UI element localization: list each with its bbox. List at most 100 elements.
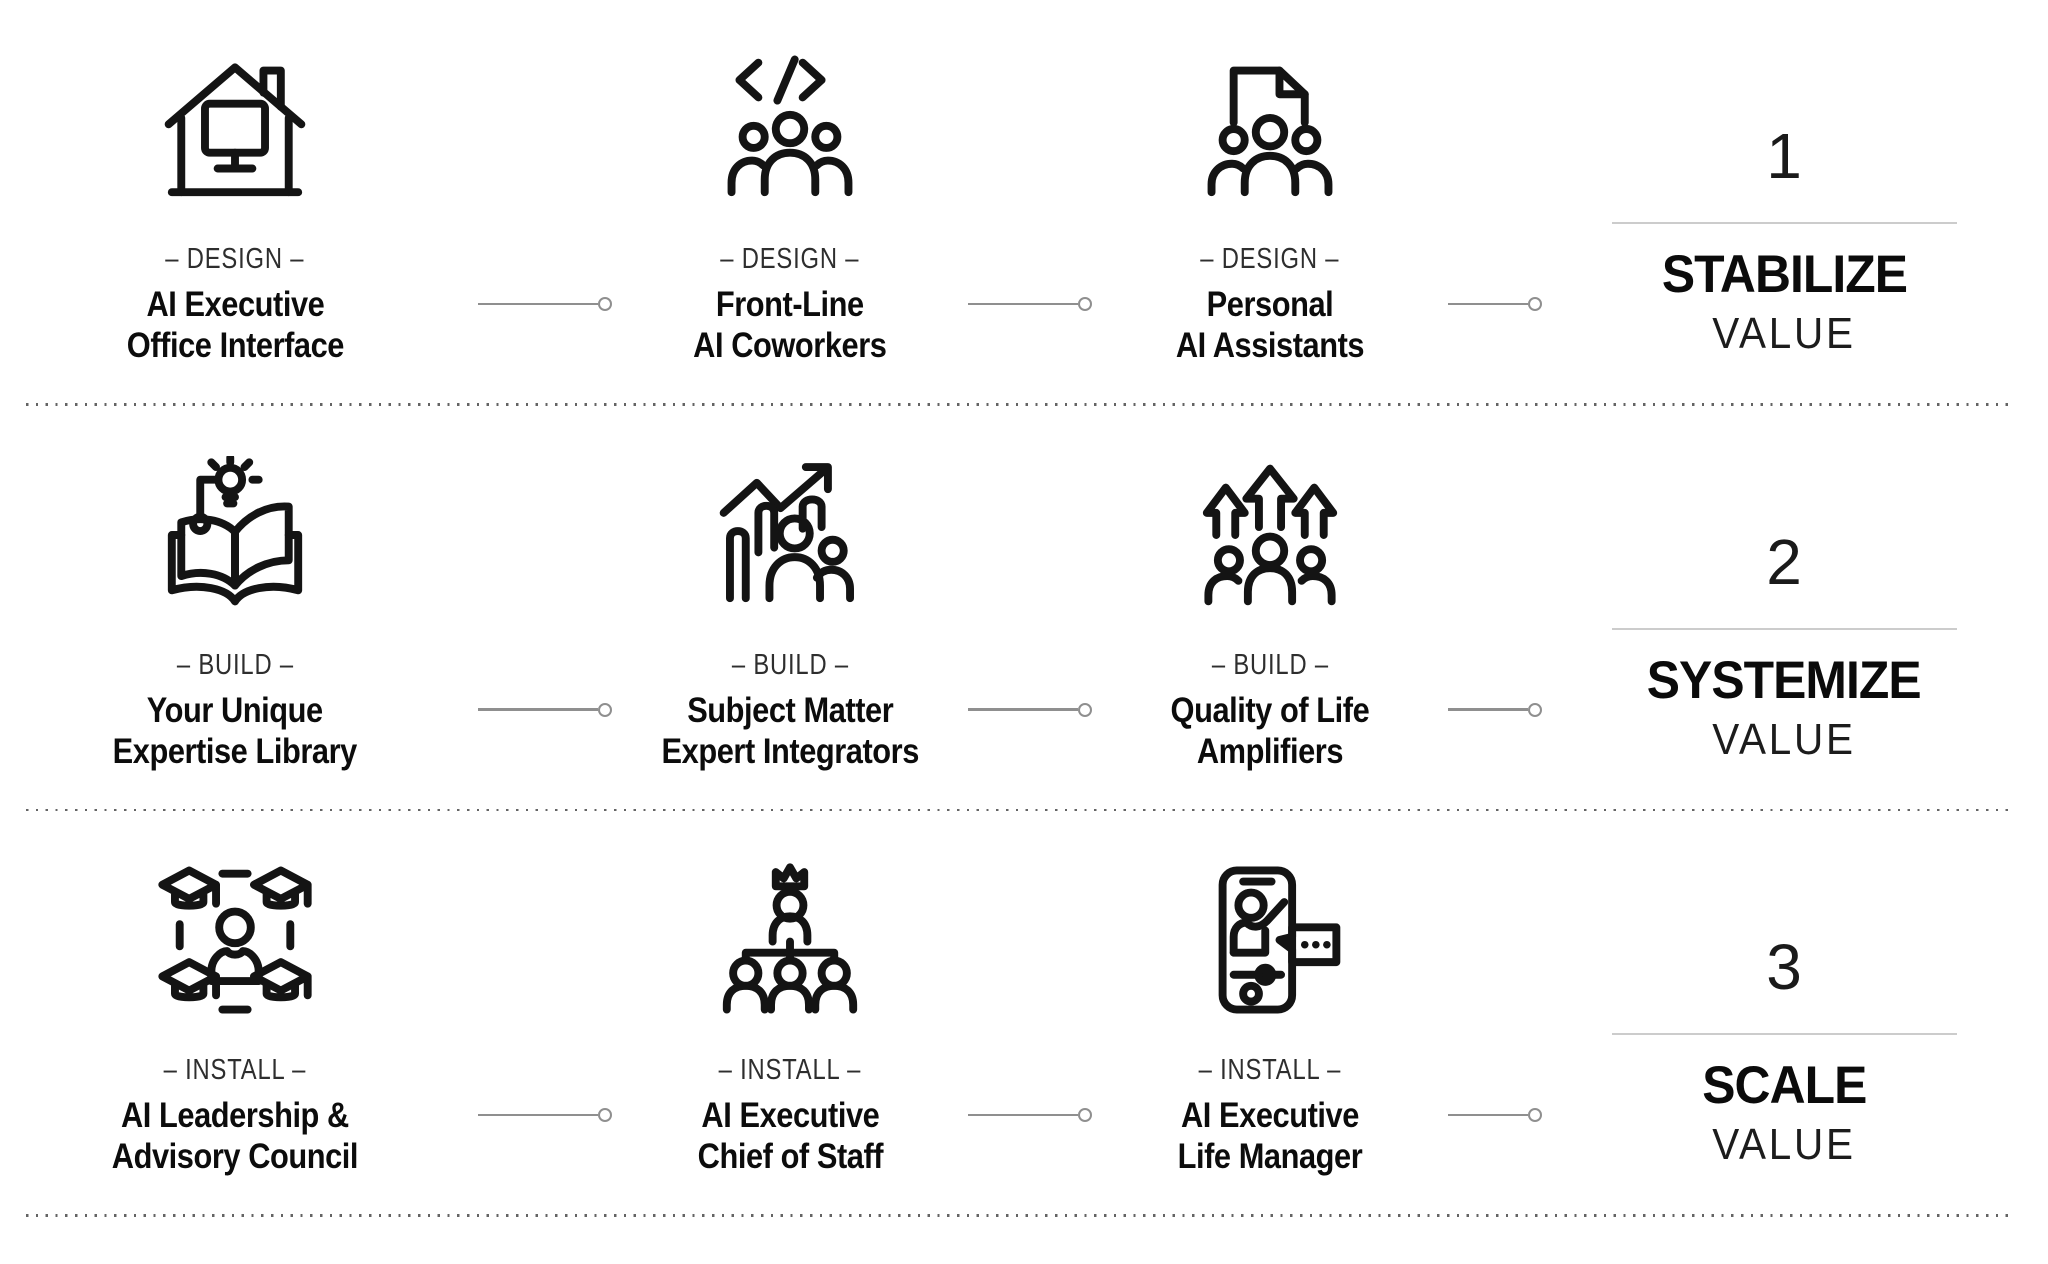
phase-number: 1	[1766, 120, 1802, 192]
step-title: Personal AI Assistants	[1163, 284, 1377, 366]
stage-label: – DESIGN –	[1200, 243, 1340, 275]
org-chart-crown-icon	[722, 863, 858, 1014]
connector-ring	[1528, 1108, 1542, 1122]
house-monitor-icon	[164, 63, 306, 197]
dotted-divider	[26, 808, 2010, 811]
step-title-line1: AI Executive	[701, 1096, 879, 1135]
phase-rule	[1611, 222, 1957, 224]
phase-subtitle: VALUE	[1712, 714, 1856, 764]
phase-row-stabilize: – DESIGN – AI Executive Office Interface	[0, 0, 2048, 403]
step-title-line2: Advisory Council	[111, 1137, 359, 1176]
connector-line	[1448, 708, 1528, 711]
step-title-line2: Chief of Staff	[697, 1137, 883, 1176]
stage-label: – INSTALL –	[1198, 1054, 1342, 1086]
step-title-line1: Your Unique	[147, 690, 323, 730]
flow-connector	[470, 702, 620, 718]
connector-line	[478, 302, 598, 306]
connector-line	[1448, 302, 1528, 306]
step-title-line1: Personal	[1206, 285, 1334, 324]
phase-number: 2	[1766, 525, 1802, 598]
step-title: AI Executive Chief of Staff	[685, 1095, 896, 1177]
phase-number: 3	[1766, 931, 1802, 1003]
step-ai-executive-office-interface: – DESIGN – AI Executive Office Interface	[0, 0, 470, 403]
phase-title: STABILIZE	[1661, 245, 1907, 304]
step-title: AI Executive Life Manager	[1165, 1095, 1375, 1177]
stage-label: – INSTALL –	[163, 1054, 307, 1086]
step-title: Front-Line AI Coworkers	[680, 284, 900, 366]
connector-line	[968, 302, 1078, 306]
step-title-line2: AI Assistants	[1175, 326, 1365, 365]
dotted-divider	[26, 403, 2010, 406]
stage-label: – BUILD –	[731, 648, 849, 681]
flow-connector	[960, 1107, 1100, 1123]
stage-label: – INSTALL –	[718, 1054, 862, 1086]
phase-title: SCALE	[1701, 1056, 1867, 1115]
step-title-line2: AI Coworkers	[693, 326, 887, 365]
step-subject-matter-expert-integrators: – BUILD – Subject Matter Expert Integrat…	[620, 406, 960, 809]
connector-ring	[1078, 702, 1092, 717]
step-title-line2: Office Interface	[126, 326, 344, 365]
code-team-icon	[727, 55, 853, 197]
phase-subtitle: VALUE	[1712, 309, 1856, 358]
stage-label: – DESIGN –	[720, 243, 860, 275]
connector-ring	[598, 702, 612, 717]
connector-ring	[1078, 1108, 1092, 1122]
connector-ring	[1078, 297, 1092, 311]
phase-subtitle: VALUE	[1712, 1120, 1856, 1169]
step-title-line1: AI Executive	[1181, 1096, 1359, 1135]
stage-label: – BUILD –	[1211, 648, 1329, 681]
phase-row-scale: – INSTALL – AI Leadership & Advisory Cou…	[0, 811, 2048, 1214]
graduation-caps-person-icon	[158, 866, 312, 1014]
stage-label: – BUILD –	[176, 648, 294, 681]
phase-rule	[1611, 627, 1957, 630]
step-title-line2: Life Manager	[1177, 1137, 1363, 1176]
flow-connector	[1440, 296, 1550, 312]
connector-line	[478, 708, 598, 711]
step-title-line1: AI Leadership &	[121, 1096, 349, 1135]
flow-connector	[960, 702, 1100, 718]
step-personal-ai-assistants: – DESIGN – Personal AI Assistants	[1100, 0, 1440, 403]
up-arrows-team-icon	[1202, 464, 1338, 605]
step-title: AI Executive Office Interface	[112, 284, 359, 366]
flow-connector	[470, 296, 620, 312]
flow-connector	[1440, 1107, 1550, 1123]
phase-row-systemize: – BUILD – Your Unique Expertise Library	[0, 406, 2048, 809]
flow-connector	[470, 1107, 620, 1123]
connector-ring	[598, 297, 612, 311]
step-title-line1: Quality of Life	[1170, 690, 1370, 730]
step-title-line2: Expert Integrators	[661, 731, 919, 771]
step-title-line2: Expertise Library	[112, 731, 358, 771]
step-title: Subject Matter Expert Integrators	[644, 690, 936, 772]
connector-line	[968, 708, 1078, 711]
connector-ring	[1528, 702, 1542, 717]
connector-ring	[598, 1108, 612, 1122]
step-quality-of-life-amplifiers: – BUILD – Quality of Life Amplifiers	[1100, 406, 1440, 809]
connector-ring	[1528, 297, 1542, 311]
phone-assistant-icon	[1218, 866, 1341, 1014]
step-title-line1: AI Executive	[146, 285, 324, 324]
connector-line	[968, 1113, 1078, 1117]
connector-line	[478, 1113, 598, 1117]
step-ai-executive-life-manager: – INSTALL – AI Executive Life Manager	[1100, 811, 1440, 1214]
step-ai-leadership-advisory-council: – INSTALL – AI Leadership & Advisory Cou…	[0, 811, 470, 1214]
step-title-line1: Subject Matter	[686, 690, 894, 730]
step-title: Your Unique Expertise Library	[96, 690, 373, 772]
stage-label: – DESIGN –	[165, 243, 305, 275]
phase-title: SYSTEMIZE	[1647, 650, 1922, 710]
connector-line	[1448, 1113, 1528, 1117]
document-team-icon	[1207, 66, 1333, 197]
step-front-line-ai-coworkers: – DESIGN – Front-Line AI Coworkers	[620, 0, 960, 403]
step-your-unique-expertise-library: – BUILD – Your Unique Expertise Library	[0, 406, 470, 809]
flow-connector	[1440, 702, 1550, 718]
book-lightbulb-icon	[167, 455, 303, 605]
step-title-line2: Amplifiers	[1196, 731, 1344, 771]
phase-rule	[1611, 1033, 1957, 1035]
phase-summary-systemize: 2 SYSTEMIZE VALUE	[1550, 406, 2048, 809]
flow-connector	[960, 296, 1100, 312]
phase-summary-stabilize: 1 STABILIZE VALUE	[1550, 0, 2048, 403]
step-title: AI Leadership & Advisory Council	[95, 1095, 375, 1177]
growth-chart-team-icon	[719, 462, 854, 602]
step-ai-executive-chief-of-staff: – INSTALL – AI Executive Chief of Staff	[620, 811, 960, 1214]
phase-summary-scale: 3 SCALE VALUE	[1550, 811, 2048, 1214]
